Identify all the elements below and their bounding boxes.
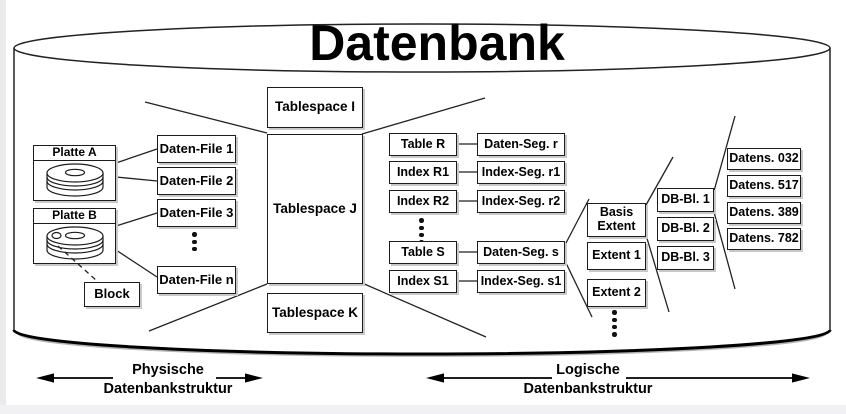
- tablespace-box: Tablespace K: [267, 293, 363, 333]
- segment-box: Daten-Seg. s: [477, 241, 565, 264]
- disk-platte-b: Platte B: [33, 208, 116, 264]
- disk-stack-icon: [45, 225, 104, 260]
- tablespace-box: Tablespace J: [267, 134, 363, 284]
- legend-logical: Logische Datenbankstruktur: [498, 361, 678, 399]
- logical-structure-arrow: [426, 373, 810, 383]
- record-box: Datens. 517: [727, 175, 801, 197]
- db-block-box: DB-Bl. 3: [657, 246, 714, 270]
- disk-stack-icon: [45, 162, 104, 197]
- extent-box: Extent 2: [587, 279, 646, 307]
- index-box: Index S1: [389, 270, 457, 293]
- block-marker-icon: [50, 231, 62, 239]
- legend-physical-line2: Datenbankstruktur: [103, 381, 233, 397]
- segment-box: Daten-Seg. r: [477, 133, 565, 156]
- page-bottom-edge: [0, 405, 846, 414]
- data-file-box: Daten-File n: [157, 266, 236, 294]
- data-file-box: Daten-File 2: [157, 167, 236, 195]
- ellipsis-dots-extents: [612, 309, 617, 338]
- disk-a-label: Platte A: [34, 146, 115, 161]
- legend-physical-line1: Physische: [132, 362, 204, 378]
- table-box: Table S: [389, 241, 457, 264]
- db-block-box: DB-Bl. 1: [657, 188, 714, 212]
- object-segment-connectors: [457, 143, 477, 282]
- basis-extent-line1: Basis: [599, 205, 634, 220]
- physical-structure-arrow: [36, 373, 263, 383]
- tablespace-fan-lines: [144, 97, 487, 338]
- segment-box: Index-Seg. r2: [477, 190, 565, 213]
- disk-file-connectors: [115, 148, 158, 278]
- record-box: Datens. 782: [727, 228, 801, 250]
- record-box: Datens. 032: [727, 148, 801, 170]
- basis-extent-line2: Extent: [597, 219, 636, 233]
- basis-extent-box: Basis Extent: [587, 203, 646, 237]
- data-file-box: Daten-File 3: [157, 199, 236, 227]
- legend-logical-line2: Datenbankstruktur: [523, 381, 653, 397]
- disk-b-label: Platte B: [34, 209, 115, 224]
- page-left-edge: [0, 0, 6, 414]
- index-box: Index R2: [389, 190, 457, 213]
- segment-box: Index-Seg. s1: [477, 270, 565, 293]
- table-box: Table R: [389, 133, 457, 156]
- record-box: Datens. 389: [727, 202, 801, 224]
- diagram-title: Datenbank: [309, 15, 565, 71]
- tablespace-box: Tablespace I: [267, 87, 363, 128]
- data-file-box: Daten-File 1: [157, 135, 236, 163]
- index-box: Index R1: [389, 161, 457, 184]
- legend-physical: Physische Datenbankstruktur: [78, 361, 258, 399]
- segment-extent-fan-lines: [565, 115, 736, 318]
- db-block-box: DB-Bl. 2: [657, 217, 714, 241]
- block-box: Block: [84, 282, 140, 307]
- ellipsis-dots-files: [192, 231, 197, 253]
- segment-box: Index-Seg. r1: [477, 161, 565, 184]
- extent-box: Extent 1: [587, 242, 646, 270]
- disk-platte-a: Platte A: [33, 145, 116, 201]
- legend-logical-line1: Logische: [556, 362, 620, 378]
